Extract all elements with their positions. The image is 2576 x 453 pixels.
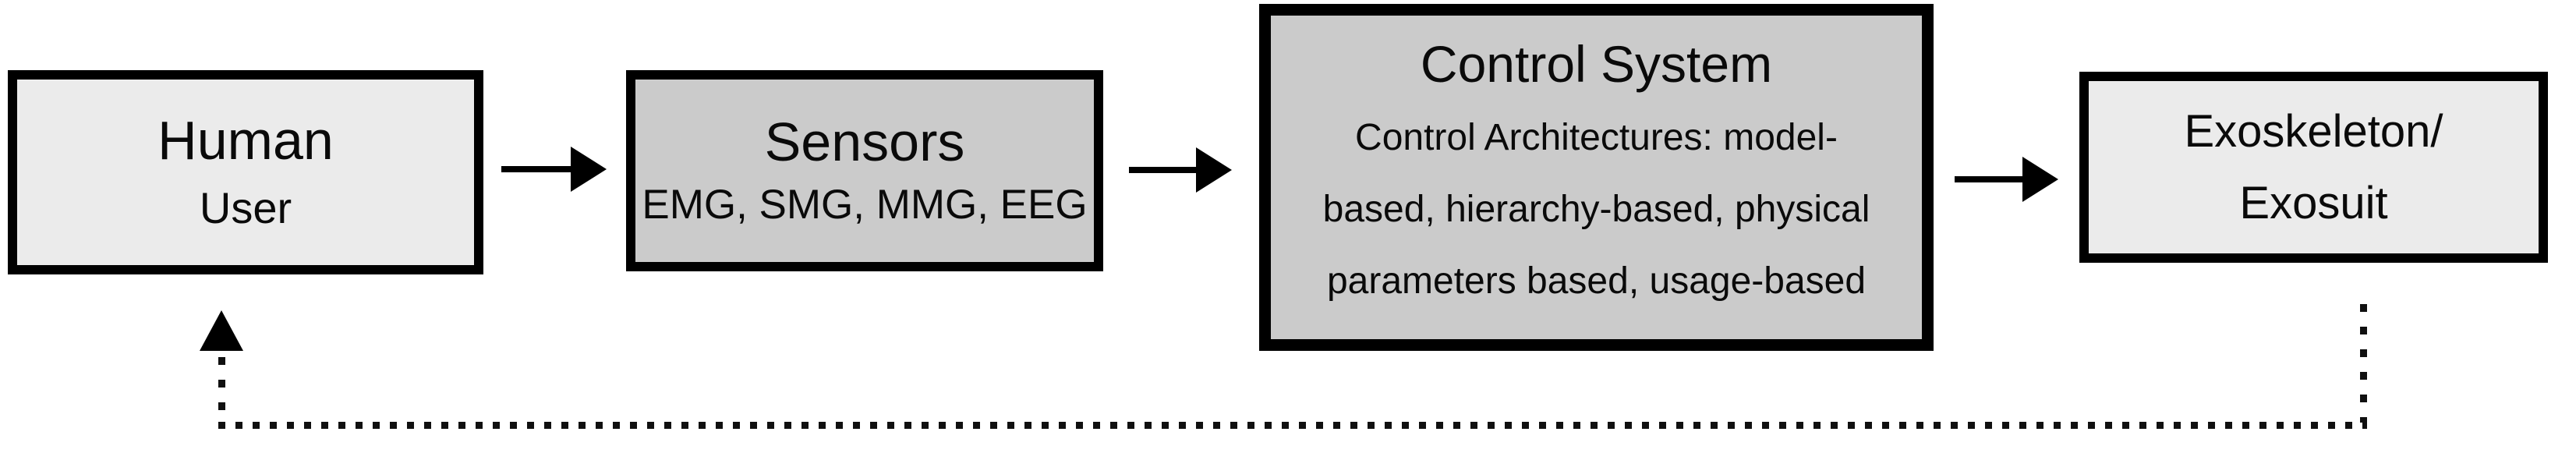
human-box-title: Human [157,110,334,172]
control-architectures-line-2: based, hierarchy-based, physical [1322,189,1870,231]
sensors-box-title: Sensors [764,111,965,173]
arrow-head-icon [571,147,607,192]
sensors-box-subtitle: EMG, SMG, MMG, EEG [642,181,1088,228]
control-system-box-title: Control System [1420,34,1773,93]
feedback-arrowhead-up-icon [200,310,243,351]
exoskeleton-box: Exoskeleton/ Exosuit [2079,72,2548,263]
human-box: Human User [8,70,483,274]
arrow-head-icon [1196,147,1232,193]
control-architectures-line-3: parameters based, usage-based [1326,260,1867,303]
control-system-box: Control System Control Architectures: mo… [1259,4,1934,351]
feedback-line-horizontal [218,422,2367,429]
feedback-line-vertical-right [2360,304,2367,423]
arrow-line [1129,167,1202,173]
arrow-sensors-to-control [1129,147,1232,193]
arrow-line [501,166,577,172]
arrow-head-icon [2022,157,2058,202]
arrow-human-to-sensors [501,146,607,193]
feedback-line-vertical-left [218,357,225,422]
human-box-subtitle: User [199,182,292,232]
arrow-control-to-exoskeleton [1955,156,2058,203]
sensors-box: Sensors EMG, SMG, MMG, EEG [626,70,1103,271]
arrow-line [1955,176,2029,182]
exoskeleton-box-line-1: Exoskeleton/ [2184,105,2443,157]
control-architectures-line-1: Control Architectures: model- [1355,117,1838,159]
exoskeleton-box-line-2: Exosuit [2239,177,2388,228]
